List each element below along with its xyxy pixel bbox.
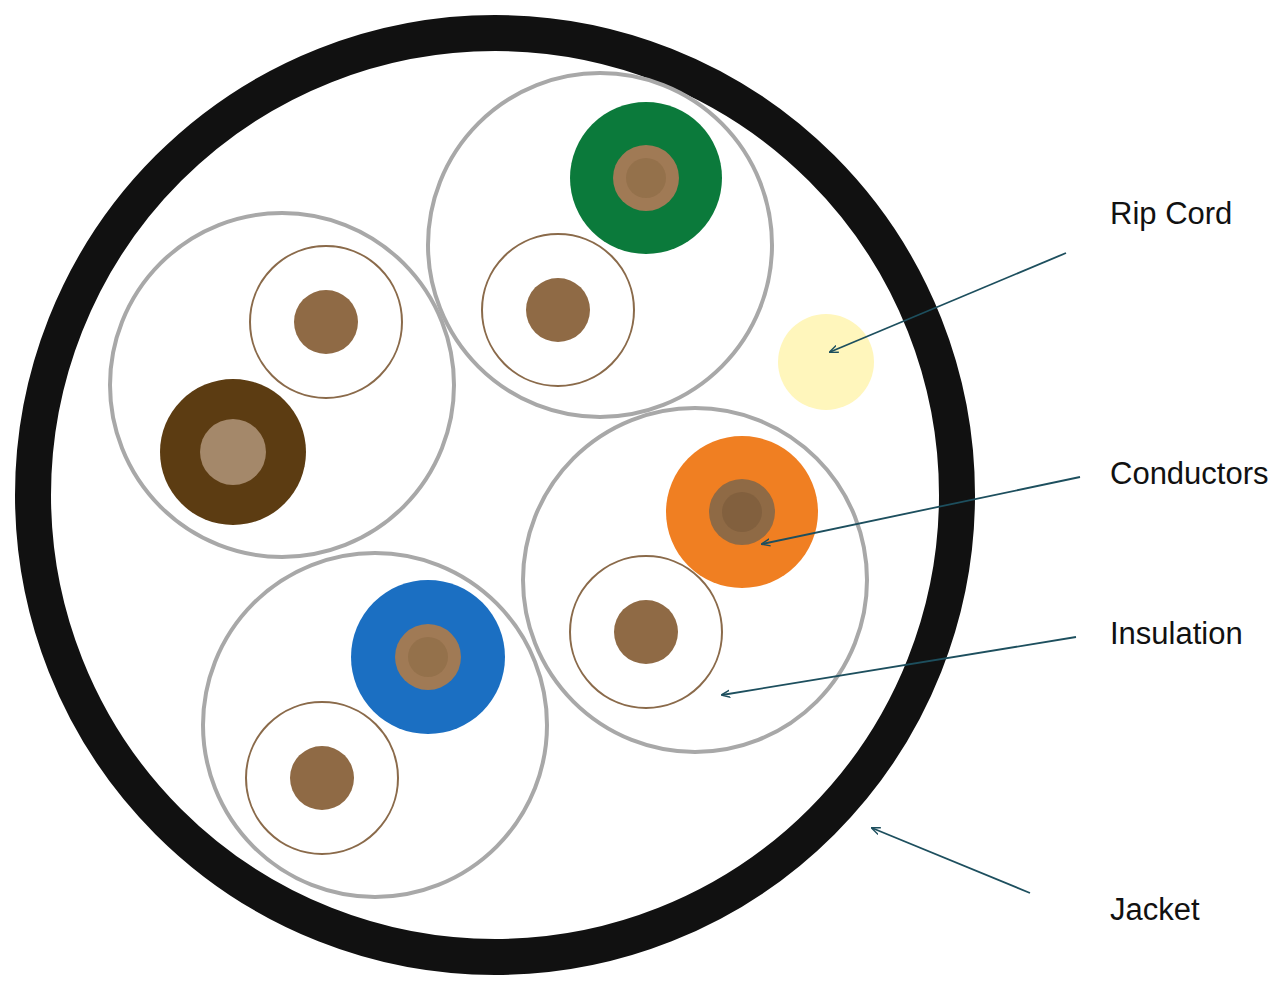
leader-line bbox=[830, 253, 1066, 352]
twisted-pair-blue bbox=[203, 553, 547, 897]
part-label: Conductors bbox=[1110, 456, 1269, 492]
leader-line bbox=[762, 477, 1080, 544]
leader-line bbox=[722, 637, 1076, 695]
rip-cord bbox=[778, 314, 874, 410]
part-label: Rip Cord bbox=[1110, 196, 1232, 232]
twisted-pair-green bbox=[428, 73, 772, 417]
jacket-ring bbox=[33, 33, 957, 957]
leader-lines bbox=[722, 253, 1080, 893]
twisted-pair-orange bbox=[523, 408, 867, 752]
part-label: Jacket bbox=[1110, 892, 1200, 928]
leader-line bbox=[872, 828, 1030, 893]
twisted-pair-brown bbox=[110, 213, 454, 557]
part-label: Insulation bbox=[1110, 616, 1243, 652]
